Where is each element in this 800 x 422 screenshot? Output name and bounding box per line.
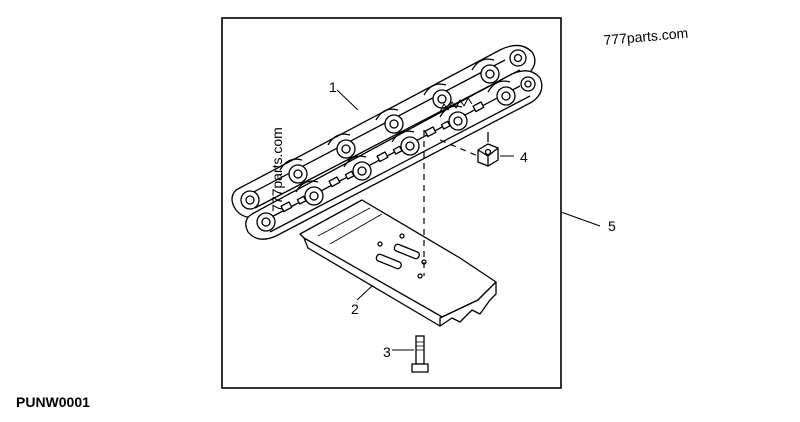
diagram-frame xyxy=(221,17,562,389)
watermark-vertical: 777parts.com xyxy=(269,127,285,212)
callout-3: 3 xyxy=(383,344,391,360)
callout-4: 4 xyxy=(520,149,528,165)
leader-lines xyxy=(336,89,601,351)
assembly-dashed-lines xyxy=(423,130,479,276)
figure-code: PUNW0001 xyxy=(16,394,90,410)
callout-1: 1 xyxy=(329,79,337,95)
shoe-bolt-holes xyxy=(375,233,427,279)
track-chain-illustration xyxy=(231,44,543,240)
bolt-illustration xyxy=(411,335,429,373)
chain-rail-front xyxy=(245,70,543,240)
track-shoe-illustration xyxy=(299,199,497,327)
chain-bushing-teeth xyxy=(439,97,473,113)
watermark-top-right: 777parts.com xyxy=(603,25,689,48)
nut-illustration xyxy=(477,132,499,167)
callout-2: 2 xyxy=(351,301,359,317)
callout-5: 5 xyxy=(608,218,616,234)
